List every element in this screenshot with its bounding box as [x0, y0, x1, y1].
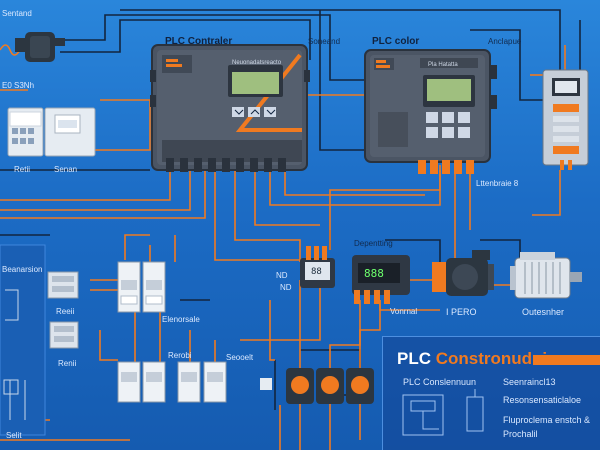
- plc2-header: PLC color: [372, 36, 420, 47]
- info-item-5: Prochalil: [503, 429, 538, 439]
- relay-device-left: [300, 246, 335, 288]
- left-panel-box: [0, 244, 46, 436]
- label-nd: ND: [276, 271, 288, 280]
- label-plc2-below: Lttenbraie 8: [476, 179, 519, 188]
- push-buttons: [260, 368, 374, 404]
- switch-panel-left: [7, 107, 44, 157]
- relay-display-value: 88: [311, 267, 322, 277]
- label-nd-2: ND: [280, 283, 292, 292]
- meter-device: [542, 69, 589, 170]
- left-panel-top-label: Beanarsion: [2, 265, 43, 274]
- label-retii: Retii: [14, 165, 31, 174]
- label-ipero: I PERO: [446, 307, 477, 317]
- sensor-label: Rerobi: [168, 351, 192, 360]
- label-top-left: Sentand: [2, 9, 32, 18]
- small-terminal-blocks: [47, 271, 79, 349]
- info-panel-drawings: [402, 389, 484, 436]
- bottom-sound-label: Seooelt: [226, 353, 254, 362]
- left-device-tag: E0 S3Nh: [2, 81, 35, 90]
- info-item-4: Fluproclema enstch &: [503, 415, 591, 425]
- plc1-sub-label: Soneand: [308, 37, 341, 46]
- plc1-body: [150, 44, 310, 172]
- label-outesnher: Outesnher: [522, 307, 565, 317]
- plc1-screen-title: Neuonadatsreacto: [232, 60, 282, 66]
- breaker-label: Elenorsale: [162, 315, 200, 324]
- left-panel-bottom-label: Renii: [58, 359, 77, 368]
- info-item-1: PLC Conslennuun: [403, 377, 477, 387]
- display-device: [352, 255, 410, 304]
- info-panel: PLC Constronudui PLC Conslennuun Seenrai…: [382, 336, 600, 450]
- label-senan: Senan: [54, 165, 78, 174]
- label-depending: Depentting: [354, 239, 393, 248]
- plc1-header: PLC Contraler: [165, 36, 233, 47]
- plc2-body: [364, 49, 497, 174]
- bottom-small-label: Selit: [6, 431, 22, 440]
- motor: [510, 252, 582, 299]
- switch-panel-right: [44, 107, 96, 157]
- plc2-screen-title: Pla Hatatta: [428, 62, 458, 68]
- breaker-bank-top: [117, 261, 166, 313]
- info-item-2: Seenraincl13: [503, 377, 556, 387]
- pump: [432, 250, 494, 296]
- label-vonnal: Vonrnal: [390, 307, 418, 316]
- left-panel-mid-label: Reeii: [56, 307, 75, 316]
- plc2-sub-label: Anclapue: [488, 37, 522, 46]
- info-panel-accent-bar: [533, 355, 600, 365]
- connector-plug: [15, 32, 65, 62]
- meter-display-value: 888: [364, 267, 384, 280]
- breaker-bank-bottom: [117, 361, 227, 403]
- info-item-3: Resonsensaticlaloe: [503, 395, 582, 405]
- info-panel-title: PLC Constronudui: [397, 349, 548, 368]
